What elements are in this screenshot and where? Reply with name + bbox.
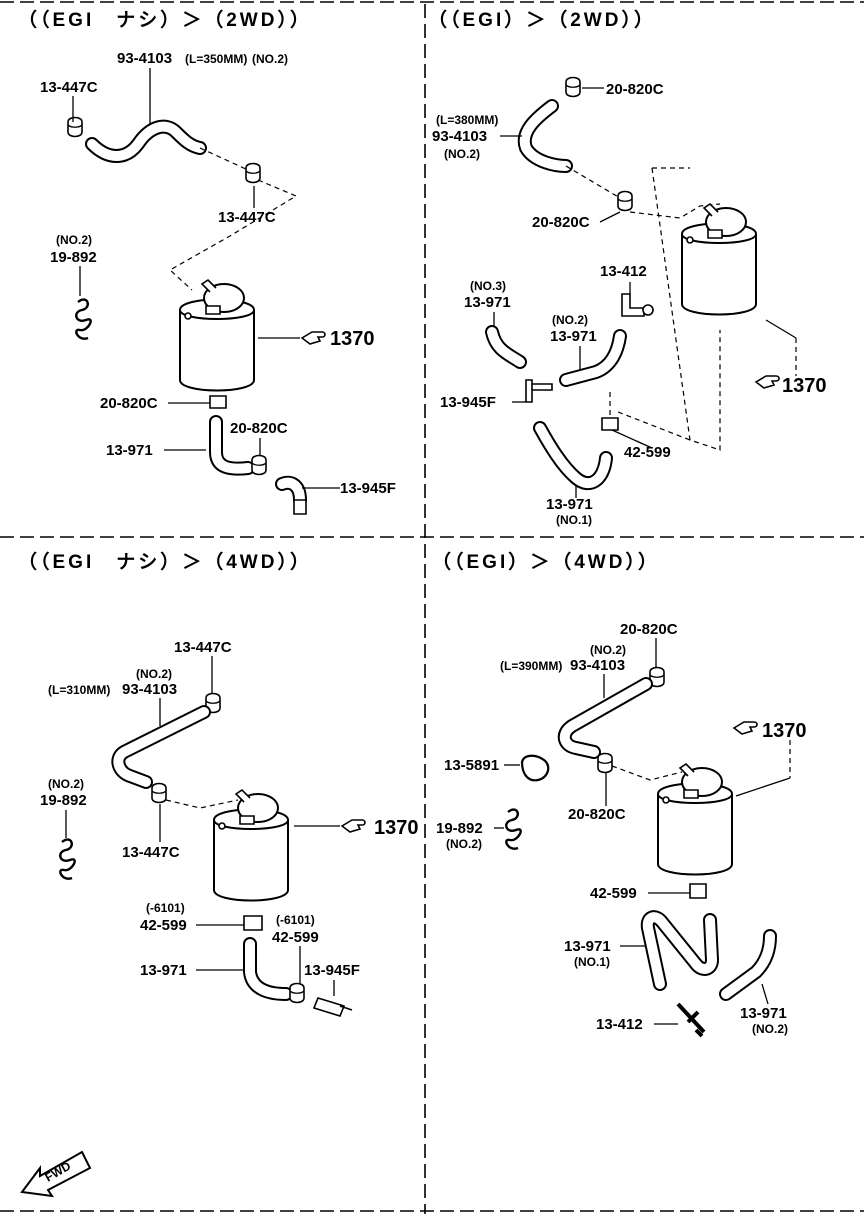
- label-no2: (NO.2): [252, 52, 288, 66]
- label-no2: (NO.2): [590, 643, 626, 657]
- label-13-447c-b: 13-447C: [122, 844, 180, 861]
- clamp-part: [251, 454, 267, 476]
- label-13-971: 13-971: [106, 442, 153, 459]
- label-length: (L=350MM): [185, 52, 247, 66]
- label-20-820c: 20-820C: [100, 395, 158, 412]
- label-20-820c-b: 20-820C: [230, 420, 288, 437]
- label-1370: 1370: [330, 328, 375, 350]
- cap-part: [209, 395, 227, 409]
- quadrant-egi-nashi-2wd: （（EGI ナシ）＞（2WD）） 13-447C 93-4103 (L=350M…: [18, 8, 396, 515]
- clamp-part: [617, 190, 633, 212]
- label-no2: (NO.2): [444, 147, 480, 161]
- label-no2: (NO.2): [752, 1022, 788, 1036]
- clamp-part: [289, 982, 305, 1004]
- label-no1: (NO.1): [574, 955, 610, 969]
- label-13-945f: 13-945F: [304, 962, 360, 979]
- clamp-part: [151, 782, 167, 804]
- label-13-447c: 13-447C: [174, 639, 232, 656]
- label-1370: 1370: [782, 375, 827, 397]
- section-title: （（EGI）＞（4WD））: [432, 550, 660, 573]
- t-fitting-part: [621, 293, 645, 317]
- label-no2: (NO.2): [48, 777, 84, 791]
- label-13-971-b: 13-971: [740, 1005, 787, 1022]
- label-no2: (NO.2): [56, 233, 92, 247]
- fitting-part: [312, 997, 353, 1017]
- label-19-892: 19-892: [436, 820, 483, 837]
- label-1370: 1370: [374, 817, 419, 839]
- section-title: （（EGI）＞（2WD））: [428, 8, 656, 31]
- spring-clip-part: [75, 298, 92, 340]
- label-19-892: 19-892: [40, 792, 87, 809]
- label-no3: (NO.3): [470, 279, 506, 293]
- label-6101: (-6101): [146, 901, 185, 915]
- label-1370: 1370: [762, 720, 807, 742]
- label-13-447c: 13-447C: [40, 79, 98, 96]
- canister-part: [681, 203, 757, 316]
- label-42-599: 42-599: [590, 885, 637, 902]
- label-13-945f: 13-945F: [440, 394, 496, 411]
- fitting-part: [293, 499, 307, 515]
- label-42-599-b: 42-599: [272, 929, 319, 946]
- canister-part: [179, 279, 255, 392]
- label-20-820c: 20-820C: [606, 81, 664, 98]
- hand-pointer-icon: [733, 721, 758, 735]
- section-title: （（EGI ナシ）＞（4WD））: [18, 550, 312, 573]
- cap-part: [689, 883, 707, 899]
- label-13-971: 13-971: [464, 294, 511, 311]
- label-13-971-b: 13-971: [550, 328, 597, 345]
- t-fitting-part: [525, 379, 553, 403]
- clamp-part: [597, 752, 613, 774]
- label-6101: (-6101): [276, 913, 315, 927]
- label-13-971: 13-971: [564, 938, 611, 955]
- label-length: (L=390MM): [500, 659, 562, 673]
- label-42-599: 42-599: [140, 917, 187, 934]
- clip-part: [520, 754, 550, 782]
- label-length: (L=380MM): [436, 113, 498, 127]
- hand-pointer-icon: [301, 331, 326, 345]
- cap-part: [243, 915, 263, 931]
- label-13-971: 13-971: [140, 962, 187, 979]
- spring-clip-part: [505, 808, 522, 850]
- label-20-820c-b: 20-820C: [568, 806, 626, 823]
- canister-part: [657, 763, 733, 876]
- clamp-part: [245, 162, 261, 184]
- label-13-412: 13-412: [600, 263, 647, 280]
- label-no2: (NO.2): [446, 837, 482, 851]
- canister-part: [213, 789, 289, 902]
- label-42-599: 42-599: [624, 444, 671, 461]
- label-13-412: 13-412: [596, 1016, 643, 1033]
- quadrant-egi-4wd: （（EGI）＞（4WD）） 20-820C (NO.2) (L=390MM) 9…: [432, 550, 807, 1038]
- label-13-971-c: 13-971: [546, 496, 593, 513]
- label-93-4103: 93-4103: [432, 128, 487, 145]
- label-93-4103: 93-4103: [570, 657, 625, 674]
- label-no1: (NO.1): [556, 513, 592, 527]
- label-length: (L=310MM): [48, 683, 110, 697]
- hand-pointer-icon: [341, 819, 366, 833]
- label-93-4103: 93-4103: [122, 681, 177, 698]
- hand-pointer-icon: [755, 375, 780, 389]
- clamp-part: [565, 76, 581, 98]
- label-20-820c: 20-820C: [620, 621, 678, 638]
- label-no2: (NO.2): [552, 313, 588, 327]
- label-13-5891: 13-5891: [444, 757, 499, 774]
- label-19-892: 19-892: [50, 249, 97, 266]
- label-93-4103: 93-4103: [117, 50, 172, 67]
- label-13-945f: 13-945F: [340, 480, 396, 497]
- fwd-arrow-icon: FWD: [20, 1150, 92, 1198]
- t-fitting-part: [676, 1002, 706, 1038]
- label-no2: (NO.2): [136, 667, 172, 681]
- label-13-447c-b: 13-447C: [218, 209, 276, 226]
- label-20-820c-b: 20-820C: [532, 214, 590, 231]
- quadrant-egi-2wd: （（EGI）＞（2WD）） 20-820C (L=380MM) 93-4103 …: [428, 8, 827, 527]
- spring-clip-part: [59, 838, 76, 880]
- quadrant-egi-nashi-4wd: （（EGI ナシ）＞（4WD）） 13-447C (NO.2) (L=310MM…: [18, 550, 419, 1198]
- clamp-part: [67, 116, 83, 138]
- section-title: （（EGI ナシ）＞（2WD））: [18, 8, 312, 31]
- cap-part: [601, 417, 619, 431]
